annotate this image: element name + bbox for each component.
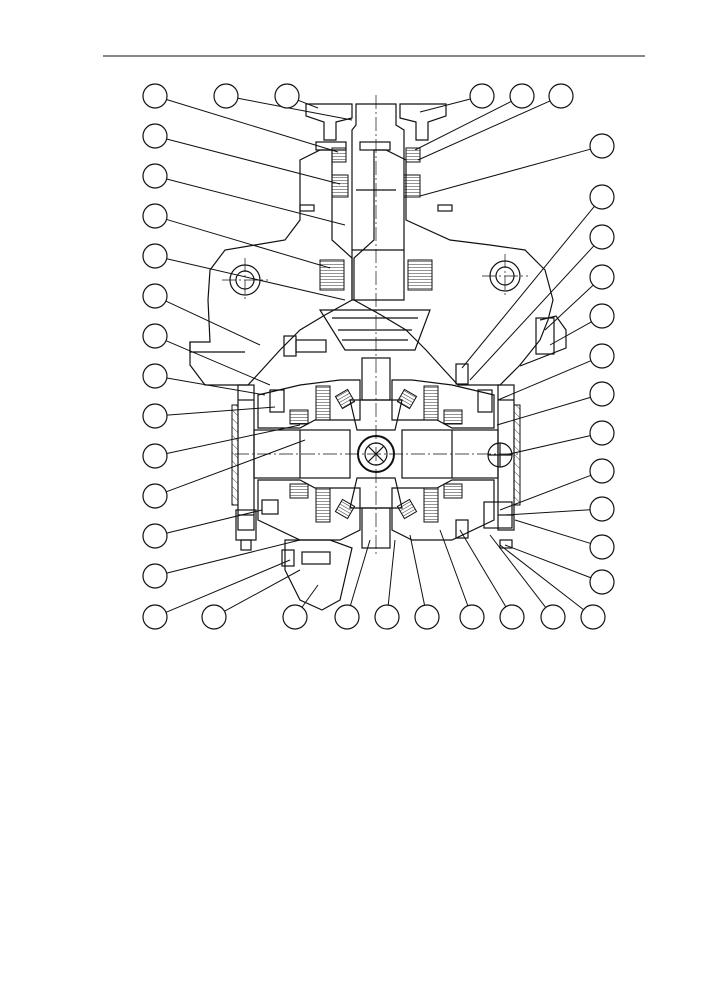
callout-leader-39 — [489, 534, 547, 608]
callout-balloon-15 — [142, 443, 168, 469]
callout-balloon-10 — [142, 243, 168, 269]
callout-balloon-16 — [142, 483, 168, 509]
callout-group — [142, 83, 615, 630]
callout-leader-2 — [237, 97, 353, 121]
callout-balloon-3 — [274, 83, 300, 109]
callout-balloon-18 — [142, 563, 168, 589]
callout-balloon-4 — [469, 83, 495, 109]
callout-balloon-24 — [589, 264, 615, 290]
pinion-shaft — [351, 95, 405, 555]
callout-leader-6 — [417, 100, 551, 161]
callout-leader-3 — [298, 99, 319, 109]
callout-balloon-32 — [589, 569, 615, 595]
callout-leader-7 — [166, 138, 341, 185]
callout-balloon-17 — [142, 523, 168, 549]
callout-leader-36 — [409, 534, 426, 606]
callout-balloon-28 — [589, 420, 615, 446]
callout-leader-26 — [497, 360, 592, 401]
callout-leader-31 — [514, 519, 591, 544]
callout-leader-29 — [499, 474, 591, 511]
callout-balloon-37 — [459, 604, 485, 630]
callout-balloon-2 — [213, 83, 239, 109]
callout-balloon-25 — [589, 303, 615, 329]
callout-balloon-5 — [509, 83, 535, 109]
callout-leader-9 — [166, 218, 331, 269]
callout-leader-19 — [165, 559, 291, 613]
differential-case — [237, 379, 515, 541]
callout-balloon-30 — [589, 496, 615, 522]
callout-leader-8 — [166, 178, 346, 226]
callout-leader-25 — [549, 321, 592, 346]
callout-balloon-34 — [334, 604, 360, 630]
callout-leader-14 — [166, 406, 276, 416]
callout-balloon-27 — [589, 381, 615, 407]
pinion-bearings — [319, 147, 433, 291]
callout-leader-32 — [504, 544, 591, 579]
callout-leader-28 — [504, 435, 591, 456]
callout-leader-20 — [224, 569, 301, 612]
callout-leader-23 — [469, 245, 595, 381]
callout-balloon-12 — [142, 323, 168, 349]
callout-balloon-7 — [142, 123, 168, 149]
callout-leader-11 — [165, 300, 261, 346]
ring-gear — [281, 539, 353, 611]
input-flange — [299, 103, 453, 212]
callout-leader-12 — [165, 340, 271, 386]
callout-leader-33 — [301, 584, 319, 608]
callout-balloon-38 — [499, 604, 525, 630]
callout-leader-4 — [419, 98, 471, 113]
callout-balloon-39 — [540, 604, 566, 630]
callout-leader-21 — [419, 148, 591, 197]
callout-leader-35 — [387, 539, 396, 606]
callout-balloon-36 — [414, 604, 440, 630]
callout-leader-27 — [496, 396, 591, 426]
bolts-and-fasteners — [231, 317, 555, 551]
callout-balloon-13 — [142, 363, 168, 389]
callout-balloon-1 — [142, 83, 168, 109]
callout-leader-24 — [544, 284, 594, 331]
callout-balloon-31 — [589, 534, 615, 560]
callout-balloon-29 — [589, 458, 615, 484]
callout-leader-15 — [166, 424, 301, 454]
callout-leader-37 — [439, 529, 469, 606]
callout-balloon-14 — [142, 403, 168, 429]
callout-balloon-40 — [580, 604, 606, 630]
callout-leader-22 — [461, 205, 595, 369]
callout-balloon-8 — [142, 163, 168, 189]
callout-leader-17 — [166, 509, 263, 534]
callout-leader-16 — [166, 439, 306, 493]
callout-leader-30 — [504, 509, 591, 516]
callout-balloon-23 — [589, 224, 615, 250]
callout-balloon-6 — [548, 83, 574, 109]
callout-leader-18 — [166, 539, 301, 574]
callout-leader-10 — [166, 258, 346, 301]
callout-balloon-26 — [589, 343, 615, 369]
drive-pinion-gear — [318, 309, 431, 351]
callout-balloon-19 — [142, 604, 168, 630]
callout-balloon-20 — [201, 604, 227, 630]
callout-balloon-21 — [589, 133, 615, 159]
callout-leader-34 — [349, 539, 371, 606]
clutch-packs — [289, 385, 463, 523]
callout-leader-38 — [459, 529, 507, 607]
callout-leader-5 — [414, 100, 512, 151]
spider-gears — [334, 357, 418, 549]
callout-balloon-33 — [282, 604, 308, 630]
callout-balloon-22 — [589, 184, 615, 210]
callout-balloon-35 — [374, 604, 400, 630]
callout-balloon-11 — [142, 283, 168, 309]
callout-leader-13 — [166, 377, 266, 396]
callout-leader-1 — [166, 99, 339, 153]
callout-leader-40 — [499, 544, 584, 611]
callout-balloon-9 — [142, 203, 168, 229]
